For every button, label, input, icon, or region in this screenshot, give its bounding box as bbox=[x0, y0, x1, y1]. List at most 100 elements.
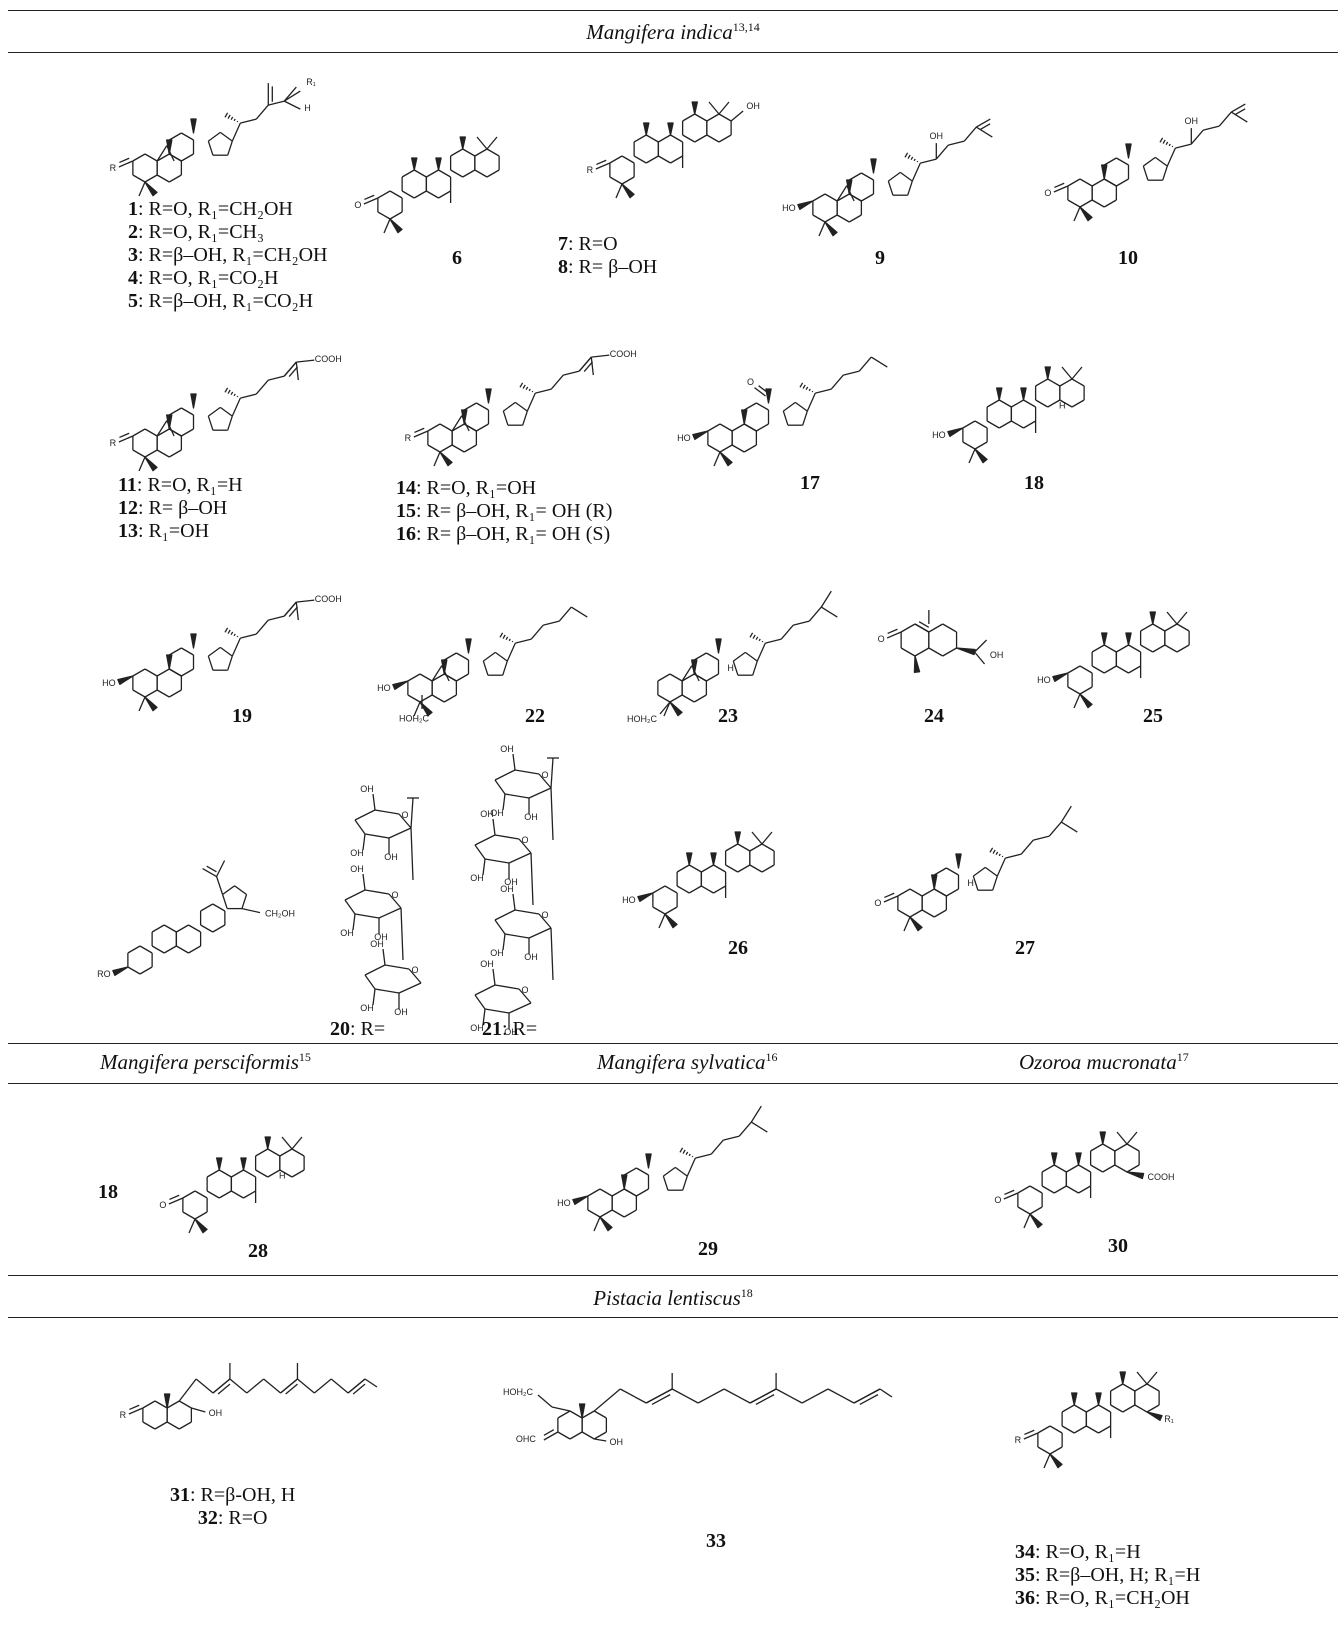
atom-label: O bbox=[521, 835, 528, 845]
bond bbox=[142, 1421, 156, 1430]
bond bbox=[227, 629, 231, 634]
bond bbox=[1060, 821, 1078, 833]
bond bbox=[1166, 611, 1178, 625]
bond bbox=[433, 451, 441, 467]
bond bbox=[207, 131, 221, 142]
wedge-bond bbox=[692, 430, 709, 441]
bond bbox=[1047, 378, 1061, 387]
bond bbox=[439, 444, 453, 453]
bond bbox=[344, 889, 366, 901]
bond bbox=[916, 160, 919, 163]
bond bbox=[236, 635, 239, 638]
bond bbox=[1175, 143, 1192, 149]
bond bbox=[295, 602, 299, 621]
bond bbox=[168, 449, 182, 458]
bond bbox=[883, 895, 899, 903]
bond bbox=[706, 113, 720, 122]
bond bbox=[408, 968, 422, 984]
bond bbox=[1061, 1425, 1075, 1434]
atom-label: OH bbox=[524, 952, 538, 962]
bond bbox=[750, 1105, 762, 1123]
atom-label: R bbox=[110, 438, 117, 448]
bond bbox=[657, 673, 671, 682]
bond bbox=[737, 864, 751, 873]
bond bbox=[450, 169, 464, 178]
bond bbox=[706, 652, 719, 661]
bond bbox=[1091, 178, 1105, 187]
bond bbox=[194, 1190, 208, 1199]
bond bbox=[609, 176, 623, 185]
bond bbox=[1159, 137, 1164, 143]
bond bbox=[1140, 644, 1154, 653]
bond bbox=[212, 903, 226, 912]
bond bbox=[154, 1400, 168, 1409]
bond bbox=[921, 909, 935, 918]
bond bbox=[609, 155, 623, 164]
bond bbox=[1091, 665, 1105, 674]
bond bbox=[388, 827, 412, 839]
bond bbox=[463, 402, 477, 411]
bond bbox=[1110, 1383, 1124, 1392]
bond bbox=[686, 1157, 696, 1177]
bond bbox=[255, 104, 269, 120]
bond bbox=[474, 834, 496, 846]
bond bbox=[494, 909, 516, 921]
label-compound-26: 26 bbox=[728, 937, 748, 959]
wedge-bond bbox=[797, 200, 814, 211]
wedge-bond bbox=[1119, 1371, 1126, 1385]
bond bbox=[255, 1148, 269, 1157]
bond bbox=[688, 885, 702, 894]
bond bbox=[1029, 1185, 1043, 1194]
bond bbox=[508, 638, 511, 642]
wedge-bond bbox=[1044, 366, 1051, 380]
section-header-ozoroa-mucronata: Ozoroa mucronata17 bbox=[1019, 1050, 1189, 1074]
bond bbox=[732, 651, 746, 662]
bond bbox=[219, 646, 233, 657]
bond bbox=[181, 668, 194, 677]
bond bbox=[221, 894, 228, 909]
bond bbox=[439, 423, 453, 432]
bond bbox=[431, 694, 445, 703]
bond bbox=[522, 384, 526, 389]
bond bbox=[1049, 1446, 1063, 1455]
bond bbox=[441, 665, 450, 682]
bond bbox=[903, 916, 911, 932]
bond bbox=[1098, 1404, 1111, 1413]
bond bbox=[1067, 199, 1081, 208]
bond bbox=[538, 913, 552, 929]
atom-label: COOH bbox=[315, 354, 342, 364]
bond bbox=[401, 190, 415, 199]
atom-label: OH bbox=[490, 948, 504, 958]
double-bond bbox=[119, 157, 130, 164]
wedge-bond bbox=[691, 101, 698, 115]
bond bbox=[701, 885, 714, 894]
bond bbox=[494, 779, 506, 795]
bond bbox=[743, 423, 757, 432]
bond bbox=[181, 428, 194, 437]
bond bbox=[231, 122, 241, 142]
bond bbox=[127, 966, 141, 975]
bond bbox=[229, 1378, 248, 1394]
header-rule bbox=[8, 52, 1338, 53]
bond bbox=[132, 428, 146, 437]
bond bbox=[1059, 399, 1073, 408]
bond bbox=[904, 152, 909, 158]
bond bbox=[431, 665, 443, 682]
bond bbox=[693, 694, 707, 703]
bond bbox=[897, 909, 911, 918]
bond bbox=[494, 834, 520, 840]
bond bbox=[662, 1166, 676, 1177]
atom-label: O bbox=[878, 634, 885, 644]
bond bbox=[519, 382, 524, 388]
bond bbox=[233, 118, 236, 122]
bond bbox=[752, 634, 756, 639]
bond bbox=[240, 118, 257, 124]
bond bbox=[636, 1167, 649, 1176]
bond bbox=[669, 694, 683, 703]
bond bbox=[569, 1431, 583, 1440]
bond bbox=[344, 899, 356, 915]
bond bbox=[812, 214, 826, 223]
bond bbox=[723, 1135, 740, 1141]
bond bbox=[591, 354, 610, 358]
